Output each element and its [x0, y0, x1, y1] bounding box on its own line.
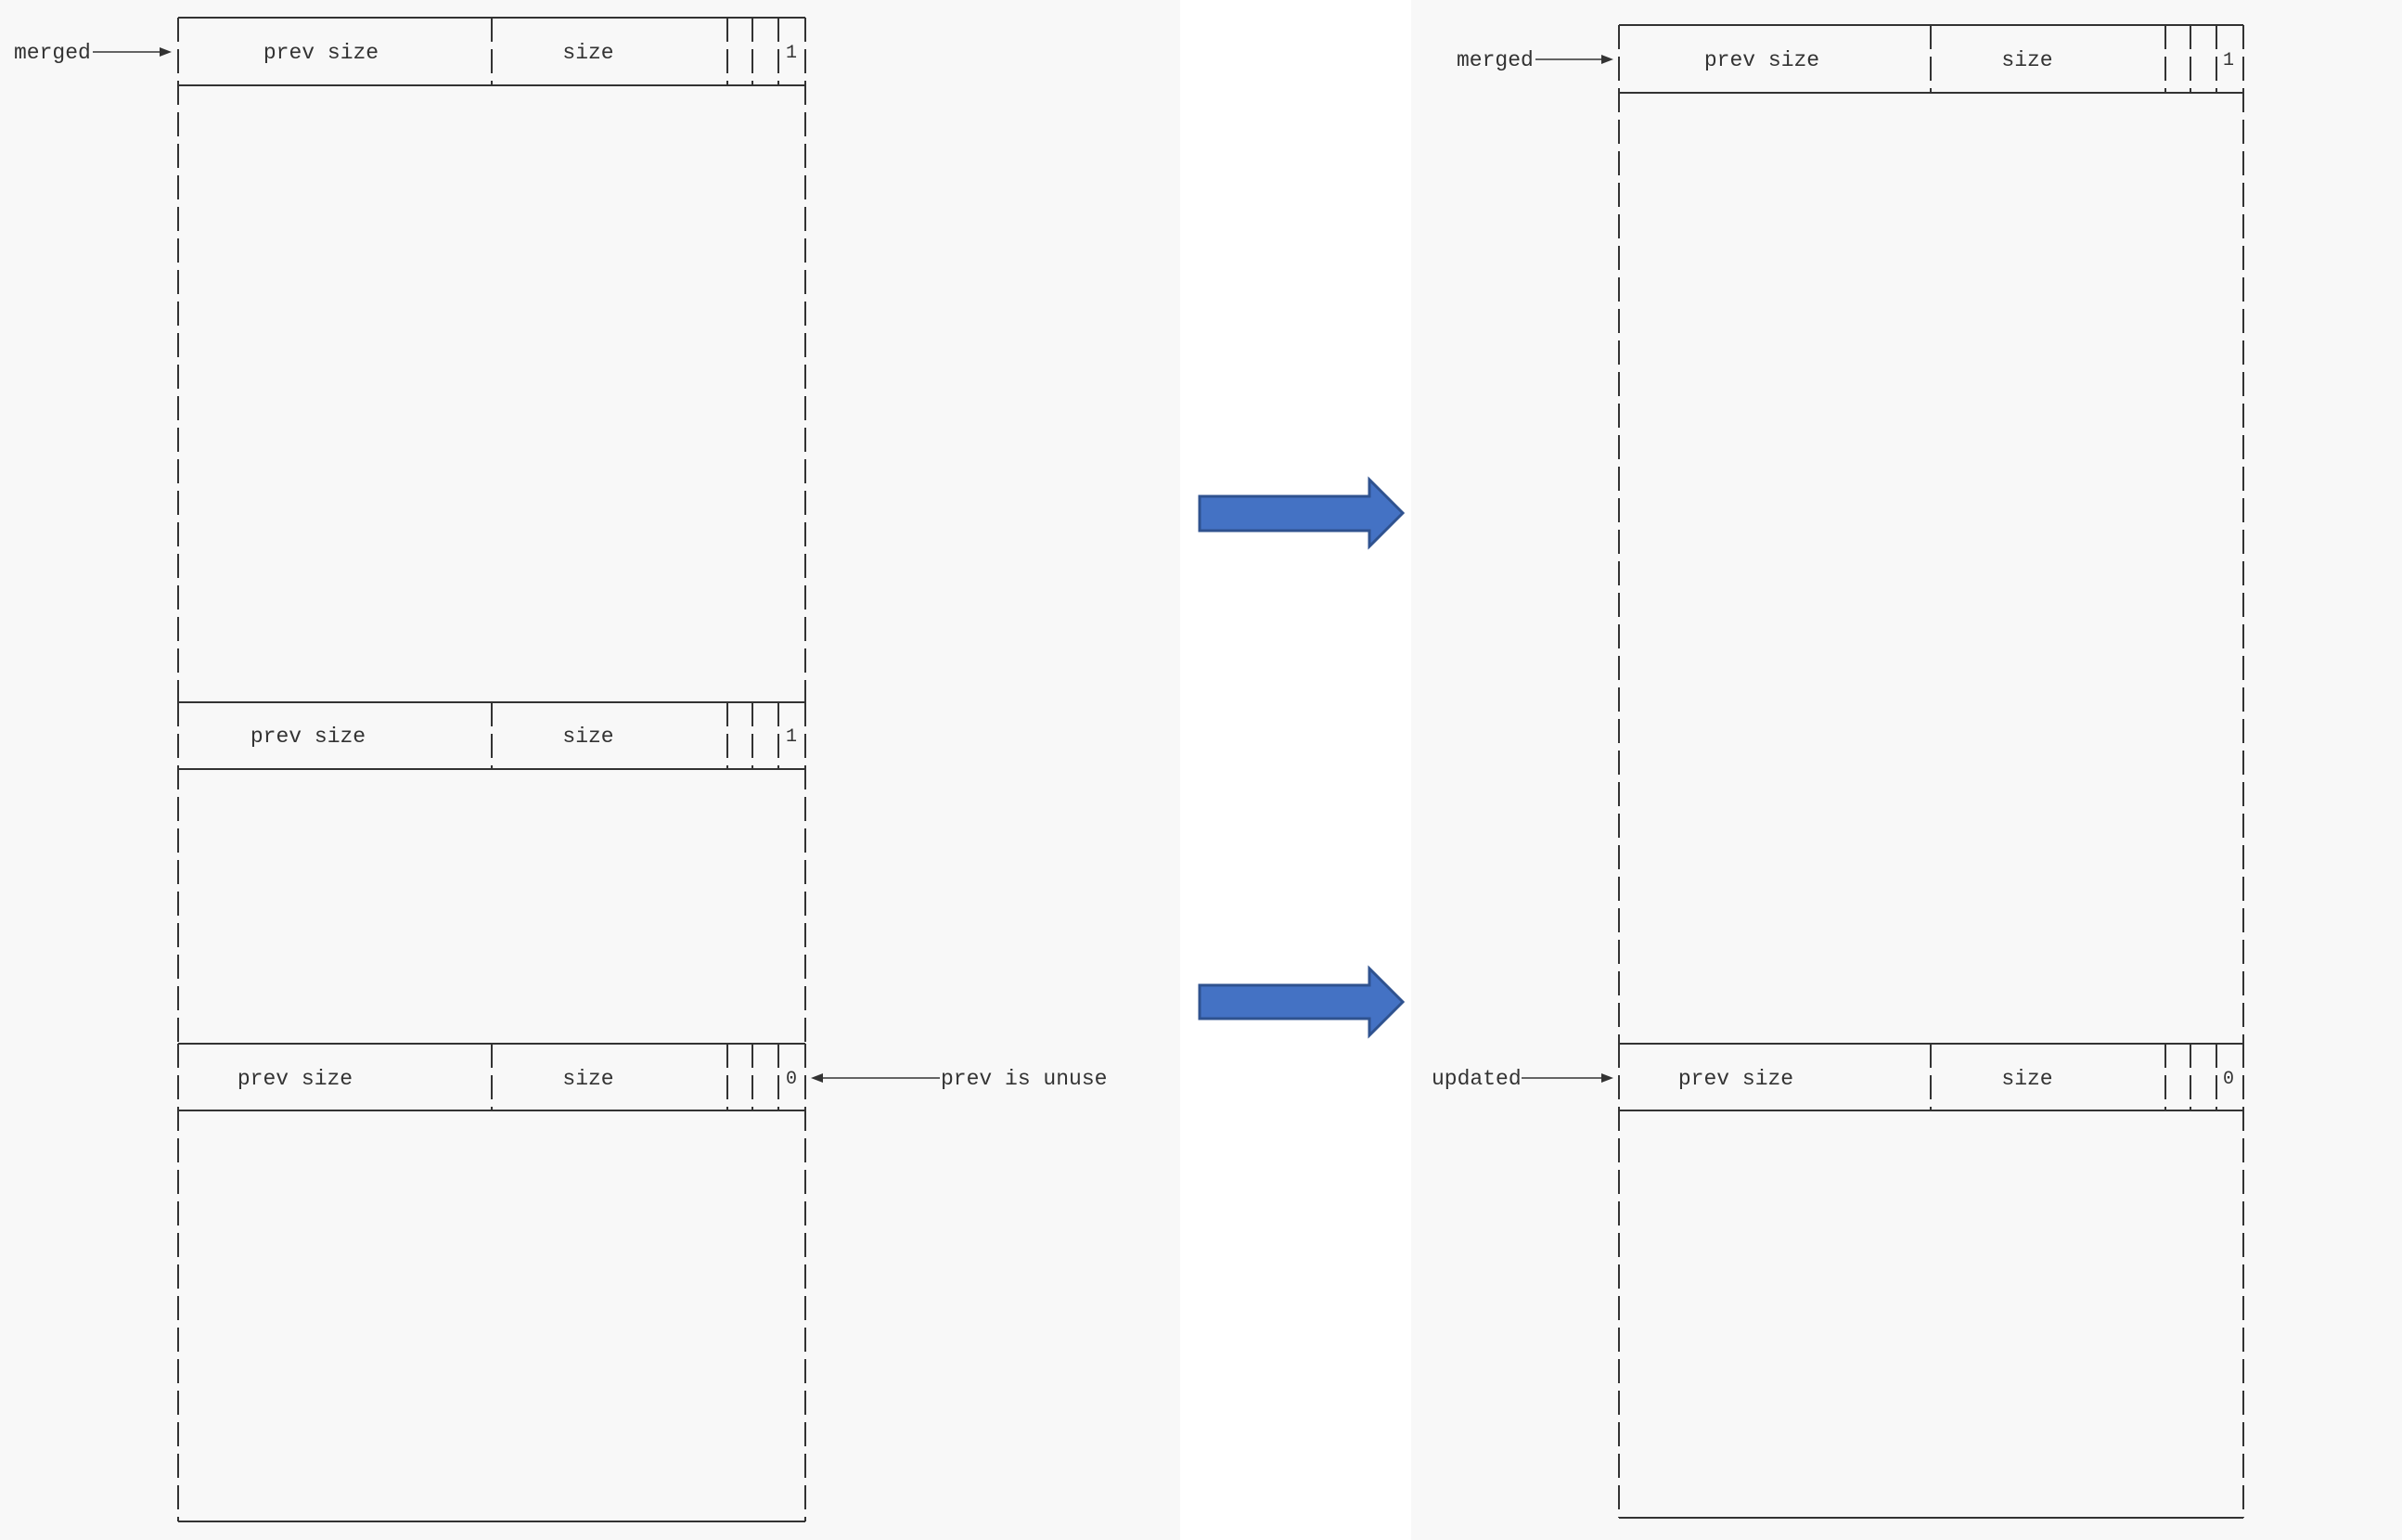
merged-pointer-label: merged: [14, 41, 91, 65]
prev-size-field-label: prev size: [1704, 48, 1819, 72]
prev-size-field-label: prev size: [263, 41, 379, 65]
updated-pointer: updated: [1432, 1067, 1613, 1091]
prev-unused-pointer-label: prev is unuse: [941, 1067, 1107, 1091]
after-chunk-2: prev size size 0: [1618, 1043, 2244, 1519]
pointer-arrowhead-icon: [811, 1073, 823, 1083]
prev-size-field-label: prev size: [238, 1067, 353, 1091]
merged-pointer: merged: [14, 41, 172, 65]
merged-pointer-label: merged: [1457, 48, 1534, 72]
prev-inuse-flag: 1: [2223, 50, 2234, 71]
before-chunk-1: prev size size 1: [177, 17, 806, 702]
size-field-label: size: [2001, 48, 2052, 72]
after-chunk-1: prev size size 1: [1618, 24, 2244, 1044]
size-field-label: size: [2001, 1067, 2052, 1091]
right-arrow-icon: [1198, 476, 1406, 550]
prev-unused-pointer: prev is unuse: [811, 1067, 1107, 1091]
size-field-label: size: [562, 725, 613, 749]
prev-inuse-flag: 0: [2223, 1069, 2234, 1090]
after-panel: [1411, 0, 2402, 1540]
right-arrow-icon: [1198, 965, 1406, 1039]
prev-inuse-flag: 1: [786, 43, 797, 64]
updated-pointer-label: updated: [1432, 1067, 1522, 1091]
merged-pointer: merged: [1457, 48, 1613, 72]
size-field-label: size: [562, 41, 613, 65]
prev-size-field-label: prev size: [250, 725, 366, 749]
before-chunk-3: prev size size 0: [177, 1043, 806, 1522]
pointer-arrowhead-icon: [160, 47, 172, 57]
pointer-arrowhead-icon: [1601, 55, 1613, 64]
size-field-label: size: [562, 1067, 613, 1091]
before-chunk-2: prev size size 1: [177, 701, 806, 1044]
prev-size-field-label: prev size: [1678, 1067, 1793, 1091]
prev-inuse-flag: 1: [786, 726, 797, 748]
pointer-arrowhead-icon: [1601, 1073, 1613, 1083]
prev-inuse-flag: 0: [786, 1069, 797, 1090]
